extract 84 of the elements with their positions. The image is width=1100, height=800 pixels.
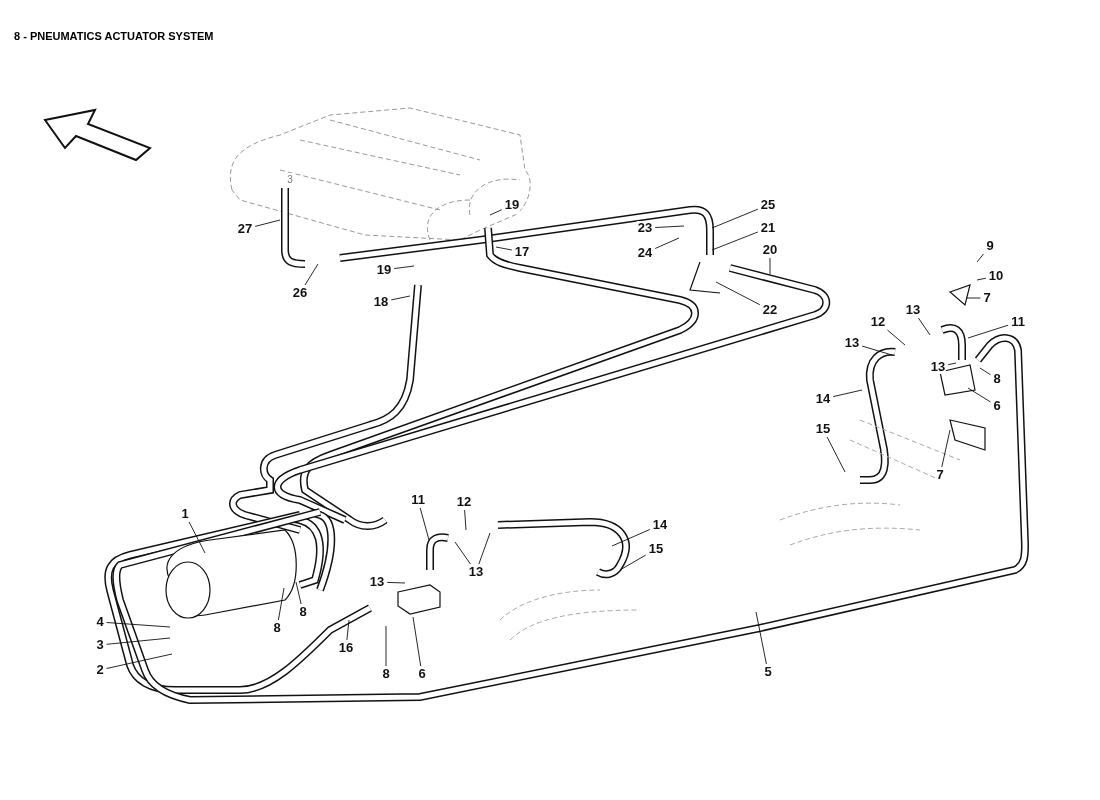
callout-number: 11: [410, 493, 426, 507]
callout-number: 13: [843, 336, 861, 350]
leader-line: [976, 277, 987, 281]
callout-number: 13: [904, 303, 922, 317]
callout-number: 19: [503, 198, 521, 212]
callout-number: 17: [513, 245, 531, 259]
leader-line: [711, 231, 759, 251]
callout-number: 9: [985, 239, 995, 253]
callout-number: 19: [375, 263, 393, 277]
callout-number: 7: [935, 468, 945, 482]
leader-line: [346, 619, 350, 641]
leader-line: [967, 324, 1009, 339]
callout-number: 13: [368, 575, 386, 589]
callout-number: 12: [869, 315, 887, 329]
leader-line: [419, 507, 430, 541]
leader-line: [947, 362, 957, 366]
leader-line: [886, 329, 906, 346]
leader-line: [464, 509, 467, 531]
callout-number: 8: [298, 605, 308, 619]
callout-number: 8: [992, 372, 1002, 386]
leader-line: [715, 281, 761, 306]
leader-line: [941, 429, 951, 468]
callout-number: 6: [417, 667, 427, 681]
leader-line: [976, 253, 984, 263]
callout-number: 15: [647, 542, 665, 556]
callout-number: 24: [636, 246, 654, 260]
callout-number: 10: [987, 269, 1005, 283]
leader-line: [495, 246, 513, 251]
callout-number: 25: [759, 198, 777, 212]
leader-line: [917, 317, 931, 336]
callout-number: 8: [272, 621, 282, 635]
leader-line: [390, 295, 411, 301]
callout-number: 11: [1010, 315, 1026, 329]
page-title: 8 - PNEUMATICS ACTUATOR SYSTEM: [14, 30, 214, 42]
leader-line: [861, 345, 893, 356]
leader-line: [188, 521, 206, 554]
leader-line: [832, 389, 863, 398]
callout-number: 12: [455, 495, 473, 509]
leader-line: [478, 532, 491, 565]
callout-number: 22: [761, 303, 779, 317]
callout-number: 13: [929, 360, 947, 374]
leader-line: [393, 265, 415, 270]
leader-line: [979, 367, 991, 376]
leader-line: [769, 257, 771, 275]
callout-number: 6: [992, 399, 1002, 413]
callout-number: 4: [95, 615, 105, 629]
leader-line: [106, 653, 173, 669]
callout-number: 21: [759, 221, 777, 235]
leader-line: [106, 622, 171, 628]
leader-line: [386, 581, 406, 584]
callout-number: 3: [95, 638, 105, 652]
leader-line: [611, 529, 651, 547]
callout-number: 14: [814, 392, 832, 406]
leader-line: [454, 541, 471, 565]
leader-line: [489, 209, 503, 216]
callout-number: 27: [236, 222, 254, 236]
callout-number: 8: [381, 667, 391, 681]
callout-number: 14: [651, 518, 669, 532]
leader-line: [412, 616, 422, 667]
callout-number: 13: [467, 565, 485, 579]
leader-line: [654, 237, 680, 249]
leader-line: [385, 625, 387, 667]
leader-line: [826, 436, 846, 473]
callout-number: 1: [180, 507, 190, 521]
callout-number: 16: [337, 641, 355, 655]
leader-line: [106, 637, 171, 645]
leader-line: [967, 387, 991, 403]
callout-number: 7: [982, 291, 992, 305]
leader-line: [295, 581, 302, 605]
leader-line: [755, 611, 767, 665]
callout-number: 15: [814, 422, 832, 436]
callout-number: 26: [291, 286, 309, 300]
leader-line: [711, 208, 759, 229]
callout-number: 5: [763, 665, 773, 679]
callout-number: 18: [372, 295, 390, 309]
leader-line: [304, 263, 319, 286]
leader-line: [654, 225, 685, 228]
callout-number: 2: [95, 663, 105, 677]
leader-line: [619, 554, 647, 571]
callout-number: 20: [761, 243, 779, 257]
leader-line: [254, 219, 281, 227]
leader-line: [965, 297, 981, 299]
callout-number: 23: [636, 221, 654, 235]
leader-line: [277, 587, 285, 621]
